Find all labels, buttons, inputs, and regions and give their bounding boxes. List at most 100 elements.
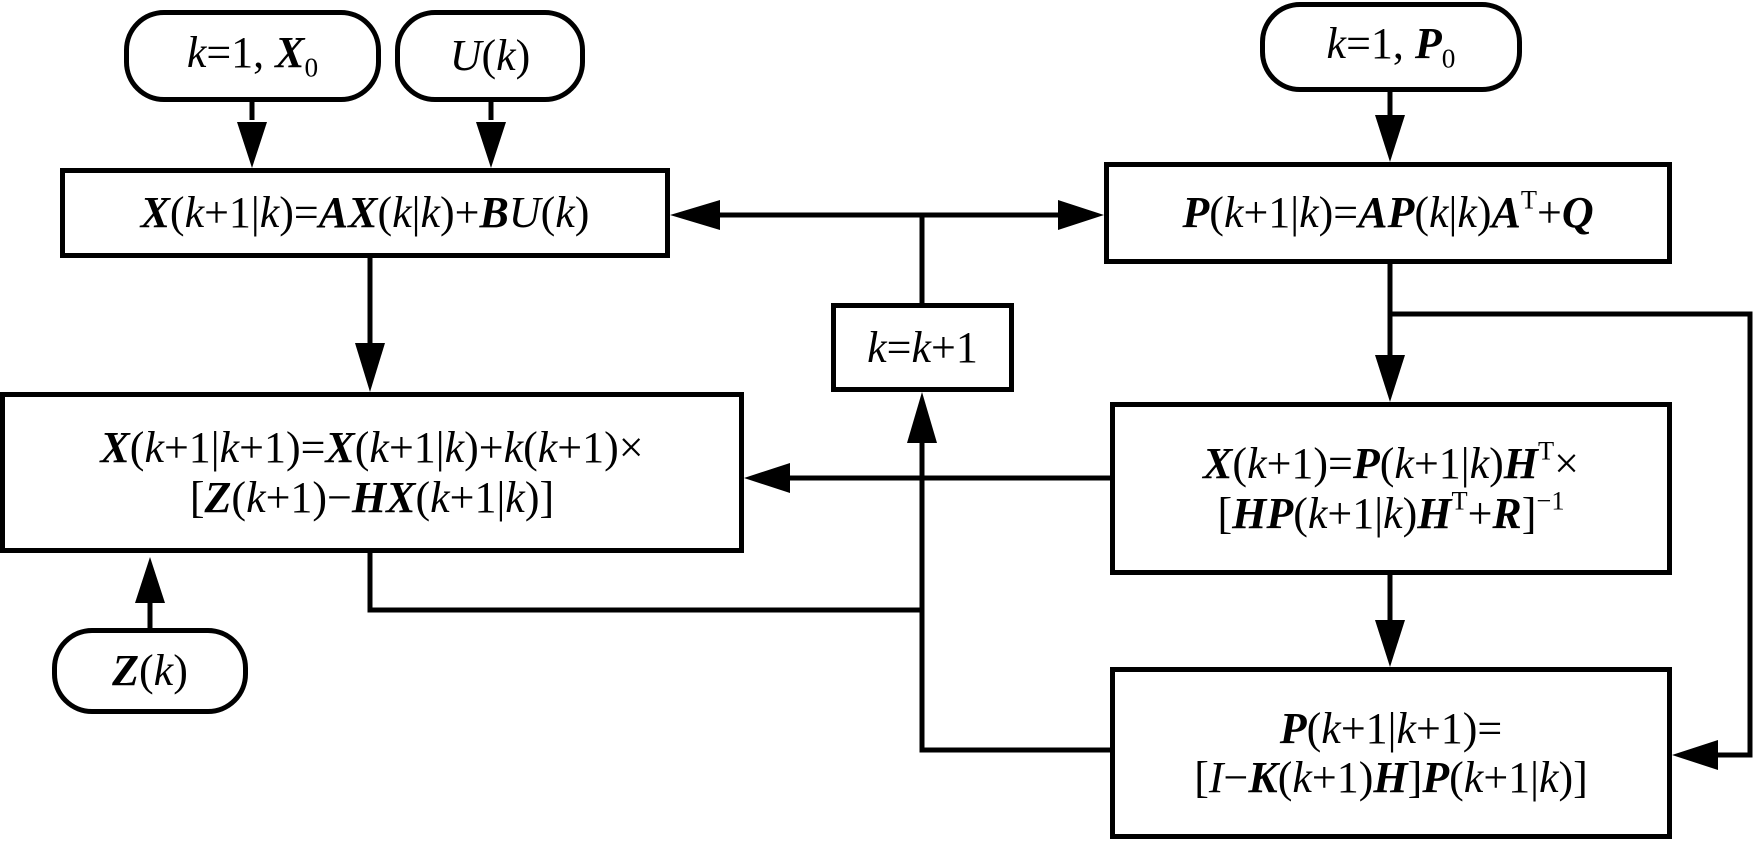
formula-token: | <box>1448 188 1458 238</box>
formula-token: +1| <box>1340 703 1397 753</box>
formula-token: +1)= <box>1415 703 1503 753</box>
formula-token: ( <box>129 423 145 473</box>
formula-line: X(k+1|k+1)=X(k+1|k)+k(k+1)× <box>100 423 643 472</box>
formula-token: ( <box>1293 488 1308 538</box>
formula-token: AP <box>1358 188 1415 238</box>
formula-token: +1| <box>163 423 220 473</box>
formula-line: k=1, X0 <box>187 28 318 83</box>
edge-state-update-to-increment <box>367 553 922 613</box>
formula-token: AX <box>318 188 378 238</box>
formula-token: +1)− <box>265 472 352 522</box>
edge-cov-predict-to-cov-update <box>1390 311 1753 758</box>
state-update-box: X(k+1|k+1)=X(k+1|k)+k(k+1)×[Z(k+1)−HX(k+… <box>0 392 744 553</box>
formula-token: X <box>100 423 130 473</box>
formula-token: +1)× <box>557 423 644 473</box>
formula-token: T <box>1538 435 1555 466</box>
formula-token: X <box>275 28 305 78</box>
formula-token: A <box>1491 188 1521 238</box>
arrowhead-down-icon <box>237 122 267 168</box>
arrowhead-left-icon <box>744 463 790 493</box>
measurement-node: Z(k) <box>52 628 248 714</box>
formula-token: +1| <box>204 188 260 238</box>
formula-token: k <box>246 472 266 522</box>
formula-token: I <box>1208 753 1224 802</box>
arrowhead-down-icon <box>1375 620 1405 667</box>
covariance-prediction-box: P(k+1|k)=AP(k|k)AT+Q <box>1104 162 1672 264</box>
formula-token: ( <box>1414 188 1429 238</box>
formula-token: ) <box>1476 188 1492 238</box>
formula-token: U <box>449 31 482 81</box>
formula-token: − <box>1223 753 1249 802</box>
formula-line: U(k) <box>450 31 531 80</box>
arrowhead-down-icon <box>355 343 385 392</box>
formula-token: [ <box>1194 753 1209 802</box>
formula-token: k <box>555 188 575 238</box>
formula-token: Q <box>1561 188 1594 238</box>
formula-token: +1)= <box>1266 439 1353 489</box>
formula-token: k <box>184 188 205 238</box>
formula-token: ) <box>173 646 188 696</box>
formula-line: X(k+1|k)=AX(k|k)+BU(k) <box>141 188 590 237</box>
formula-token: k <box>537 423 558 473</box>
formula-line: k=k+1 <box>867 323 978 372</box>
formula-token: k <box>496 31 516 81</box>
formula-token: k <box>1326 19 1347 69</box>
arrowhead-down-icon <box>1375 355 1405 402</box>
formula-token: ( <box>1449 753 1464 802</box>
formula-token: k <box>392 188 412 238</box>
formula-token: k <box>1247 439 1267 489</box>
formula-token: +1| <box>1483 753 1539 802</box>
arrowhead-left-icon <box>1672 740 1718 770</box>
formula-token: =1, <box>206 28 276 78</box>
input-u-node: U(k) <box>395 10 585 102</box>
formula-token: P <box>1414 19 1442 69</box>
formula-line: [HP(k+1|k)HT+R]−1 <box>1217 487 1564 538</box>
formula-token: [ <box>189 472 205 522</box>
formula-token: +1)= <box>239 423 326 473</box>
formula-token: H <box>1417 488 1452 538</box>
formula-token: +1| <box>449 472 506 522</box>
formula-token: H <box>1503 439 1538 489</box>
formula-token: )+ <box>464 423 504 473</box>
formula-token: P <box>1352 439 1380 489</box>
formula-token: = <box>886 322 912 372</box>
formula-token: k <box>219 423 240 473</box>
formula-token: HX <box>351 472 416 522</box>
init-state-node: k=1, X0 <box>124 10 381 102</box>
formula-token: k <box>1394 439 1414 489</box>
formula-token: [ <box>1217 488 1233 538</box>
formula-token: HP <box>1232 488 1294 538</box>
formula-token: +1| <box>1413 439 1470 489</box>
formula-token: ( <box>231 472 247 522</box>
formula-token: k <box>420 188 440 238</box>
formula-token: k <box>186 28 207 78</box>
formula-line: X(k+1)=P(k+1|k)HT× <box>1203 435 1579 489</box>
formula-token: k <box>1538 753 1559 802</box>
formula-token: k <box>1396 703 1416 753</box>
arrowhead-up-icon <box>907 392 937 443</box>
increment-box: k=k+1 <box>831 303 1014 392</box>
formula-token: ( <box>540 188 556 238</box>
formula-token: ( <box>139 646 154 696</box>
formula-token: P <box>1182 188 1210 238</box>
formula-token: )] <box>1558 753 1588 802</box>
formula-token: X <box>140 188 170 238</box>
formula-token: k <box>153 646 174 696</box>
formula-token: k <box>867 322 887 372</box>
formula-token: + <box>1467 488 1493 538</box>
formula-token: ] <box>1407 753 1423 802</box>
formula-token: −1 <box>1536 485 1565 516</box>
formula-token: P <box>1422 753 1450 802</box>
arrowhead-left-icon <box>670 200 720 230</box>
formula-token: K <box>1248 753 1278 802</box>
formula-token: k <box>505 472 525 522</box>
formula-token: ( <box>523 423 538 473</box>
formula-token: X <box>325 423 355 473</box>
formula-line: P(k+1|k)=AP(k|k)AT+Q <box>1182 187 1594 238</box>
formula-token: 0 <box>1441 44 1456 74</box>
formula-token: k <box>369 423 389 473</box>
formula-token: k <box>1321 703 1341 753</box>
gain-box: X(k+1)=P(k+1|k)HT×[HP(k+1|k)HT+R]−1 <box>1110 402 1672 575</box>
formula-token: +1| <box>388 423 445 473</box>
